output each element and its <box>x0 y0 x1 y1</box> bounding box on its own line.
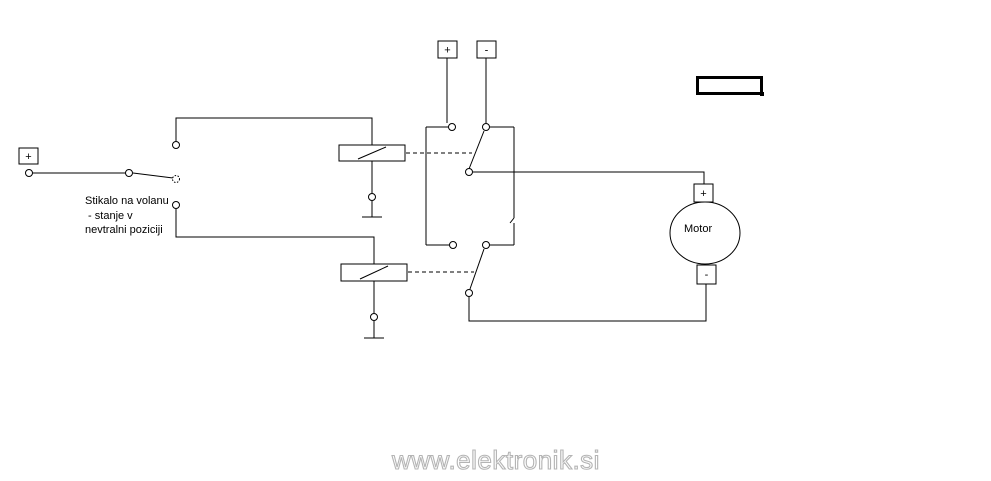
input-plus-terminal: + <box>18 147 39 165</box>
switch-pivot-contact <box>125 169 133 177</box>
relay-2-armature <box>469 248 485 290</box>
motor-minus-terminal <box>696 264 717 285</box>
steering-switch <box>25 141 180 209</box>
switch-label-line2: - stanje v <box>85 210 133 222</box>
motor-wiring <box>468 171 707 322</box>
switch-label-line1: Stikalo na volanu <box>85 195 169 207</box>
switch-lower-contact <box>172 201 180 209</box>
motor-minus-wire <box>468 284 707 322</box>
motor: Motor + - <box>669 183 741 285</box>
relay-1 <box>175 117 472 218</box>
motor-minus-sign: - <box>705 269 709 281</box>
motor-label: Motor <box>684 223 712 235</box>
relay-2-no-contact <box>482 241 490 249</box>
relay-1-nc-contact <box>448 123 456 131</box>
relay-2-feed-wire <box>175 209 375 264</box>
motor-plus-wire <box>473 171 705 184</box>
relay-1-common-contact <box>465 168 473 176</box>
switch-neutral-contact <box>172 175 180 183</box>
switch-lever <box>132 172 174 179</box>
input-contact <box>25 169 33 177</box>
switch-label: Stikalo na volanu - stanje v nevtralni p… <box>85 195 169 236</box>
relay-2-ground-contact <box>370 313 378 321</box>
relay-1-no-contact <box>482 123 490 131</box>
motor-plus-terminal <box>693 183 714 203</box>
relay-2-nc-contact <box>449 241 457 249</box>
supply-minus-terminal: - <box>476 40 497 59</box>
supply-minus-sign: - <box>485 45 489 57</box>
relay-1-ground-contact <box>368 193 376 201</box>
supply-plus-terminal: + <box>437 40 458 59</box>
relay-2-common-contact <box>465 289 473 297</box>
switch-upper-contact <box>172 141 180 149</box>
relay-2 <box>175 209 474 339</box>
stray-rectangle <box>696 76 764 96</box>
watermark-text: www.elektronik.si <box>391 445 600 475</box>
relay-1-feed-wire <box>175 117 373 145</box>
switch-label-line3: nevtralni poziciji <box>85 224 163 236</box>
relay-1-coil-slash <box>357 146 387 160</box>
supply-plus-sign: + <box>444 45 450 57</box>
relay-2-coil-slash <box>359 265 389 280</box>
relay-contacts <box>425 58 515 297</box>
relay-1-armature <box>468 130 485 170</box>
motor-plus-sign: + <box>700 188 706 200</box>
input-plus-sign: + <box>25 151 31 163</box>
